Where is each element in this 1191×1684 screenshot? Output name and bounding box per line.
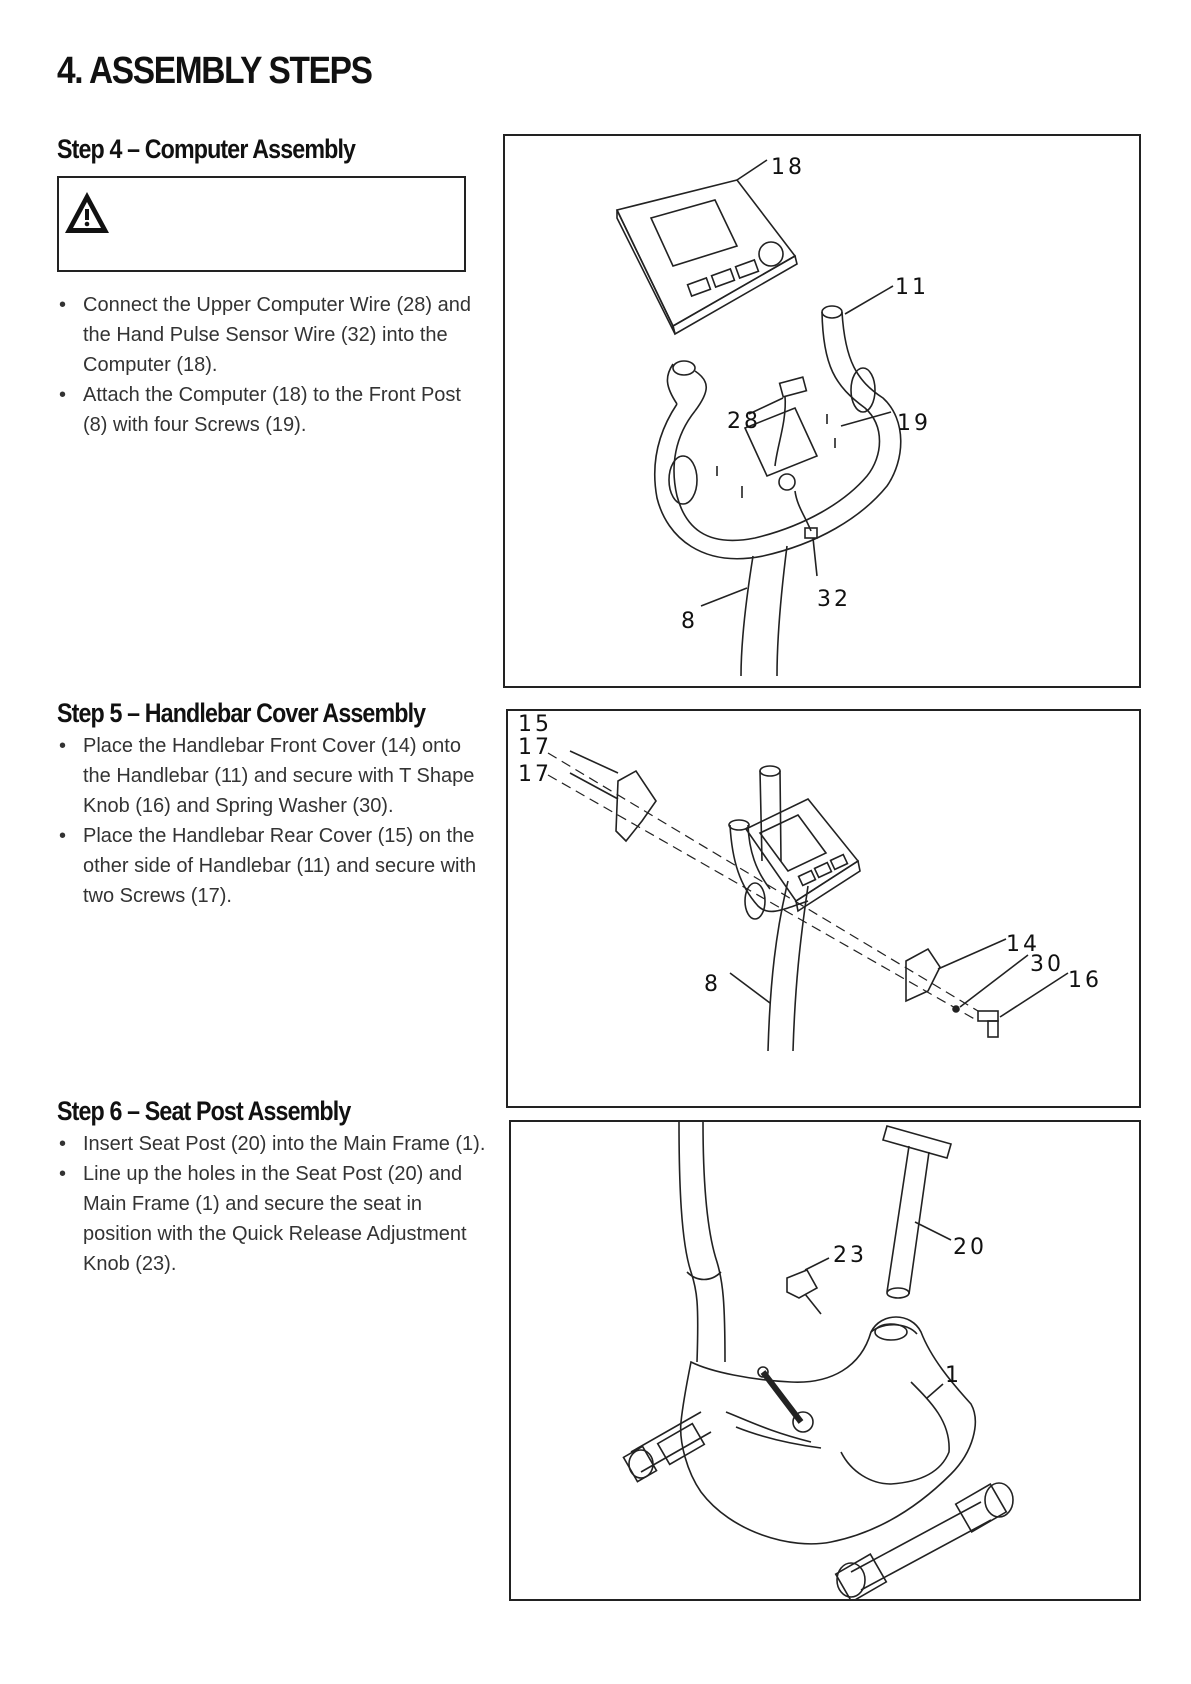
bullet-text: Line up the holes in the Seat Post (20) … xyxy=(83,1163,467,1275)
step-4-diagram: 18 11 28 19 32 8 xyxy=(503,134,1141,688)
page-title: 4. ASSEMBLY STEPS xyxy=(57,50,373,92)
callout-16: 16 xyxy=(1068,968,1102,993)
bullet-text: Insert Seat Post (20) into the Main Fram… xyxy=(83,1133,486,1155)
callout-19: 19 xyxy=(897,411,931,436)
bullet: • xyxy=(59,1163,67,1185)
bullet-text: Place the Handlebar Rear Cover (15) on t… xyxy=(83,825,477,907)
bullet: • xyxy=(59,1133,67,1155)
seat-post-illustration: 23 20 1 xyxy=(622,1122,1014,1601)
warning-box xyxy=(57,176,466,272)
step-4-instructions: • Connect the Upper Computer Wire (28) an… xyxy=(57,290,487,440)
step-6-heading: Step 6 – Seat Post Assembly xyxy=(57,1096,351,1126)
step-5-instructions: • Place the Handlebar Front Cover (14) on… xyxy=(57,731,487,911)
list-item: • Line up the holes in the Seat Post (20)… xyxy=(57,1159,487,1279)
bullet: • xyxy=(59,384,67,406)
bullet: • xyxy=(59,825,67,847)
callout-17: 17 xyxy=(518,735,552,760)
callout-20: 20 xyxy=(953,1235,987,1260)
bullet: • xyxy=(59,735,67,757)
callout-28: 28 xyxy=(727,409,761,434)
bullet-text: Place the Handlebar Front Cover (14) ont… xyxy=(83,735,475,817)
callout-15: 15 xyxy=(518,712,552,737)
callout-23: 23 xyxy=(833,1243,867,1268)
step-6-instructions: • Insert Seat Post (20) into the Main Fra… xyxy=(57,1129,487,1279)
bullet: • xyxy=(59,294,67,316)
callout-18: 18 xyxy=(771,155,805,180)
callout-32: 32 xyxy=(817,587,851,612)
handlebar-cover-illustration: 15 17 17 14 30 16 8 xyxy=(518,712,1102,1052)
callout-17-second: 17 xyxy=(518,762,552,787)
step-5-diagram: 15 17 17 14 30 16 8 xyxy=(506,709,1141,1108)
list-item: • Insert Seat Post (20) into the Main Fra… xyxy=(57,1129,487,1159)
callout-1: 1 xyxy=(945,1363,962,1388)
callout-14: 14 xyxy=(1006,932,1040,957)
list-item: • Place the Handlebar Front Cover (14) on… xyxy=(57,731,487,821)
step-4-heading: Step 4 – Computer Assembly xyxy=(57,134,356,164)
step-6-diagram: 23 20 1 xyxy=(509,1120,1141,1601)
step-5-heading: Step 5 – Handlebar Cover Assembly xyxy=(57,698,426,728)
callout-30: 30 xyxy=(1030,952,1064,977)
callout-8: 8 xyxy=(704,972,721,997)
callout-11: 11 xyxy=(895,275,929,300)
callout-8: 8 xyxy=(681,609,698,634)
computer-assembly-illustration: 18 11 28 19 32 8 xyxy=(615,155,931,677)
list-item: • Attach the Computer (18) to the Front P… xyxy=(57,380,487,440)
warning-triangle-icon xyxy=(65,192,109,233)
list-item: • Connect the Upper Computer Wire (28) an… xyxy=(57,290,487,380)
list-item: • Place the Handlebar Rear Cover (15) on … xyxy=(57,821,487,911)
bullet-text: Connect the Upper Computer Wire (28) and… xyxy=(83,294,471,376)
bullet-text: Attach the Computer (18) to the Front Po… xyxy=(83,384,461,436)
